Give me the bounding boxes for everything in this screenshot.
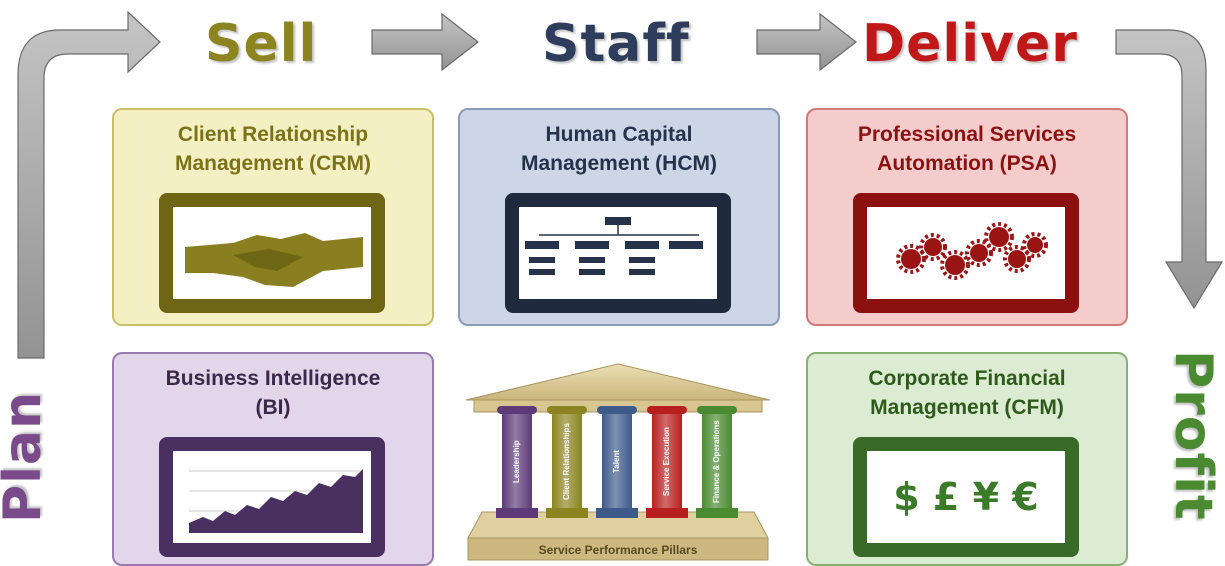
stage-plan: Plan <box>0 390 53 523</box>
stage-profit: Profit <box>1163 350 1223 521</box>
hcm-title-line2: Management (HCM) <box>520 152 717 175</box>
stage-deliver: Deliver <box>862 14 1078 74</box>
hcm-card: Human Capital Management (HCM) <box>458 108 780 326</box>
pillar-label: Service Execution <box>662 427 671 497</box>
pillar-plinth <box>696 508 738 518</box>
pillar-column: Service Execution <box>646 406 688 518</box>
pillar-label: Leadership <box>512 440 521 484</box>
psa-title-line1: Professional Services <box>857 123 1077 146</box>
pillar-capital <box>547 406 587 414</box>
currency-icon: $ £ ¥ € <box>893 475 1039 519</box>
pillar-label: Client Relationships <box>562 423 571 501</box>
bi-card: Business Intelligence (BI) <box>112 352 434 566</box>
pillar-capital <box>497 406 537 414</box>
pillar-plinth <box>496 508 538 518</box>
pillar-plinth <box>646 508 688 518</box>
handshake-icon <box>185 233 363 287</box>
hcm-frame <box>505 193 731 313</box>
pillar-column: Talent <box>596 406 638 518</box>
gears-icon <box>896 222 1048 280</box>
crm-title-line1: Client Relationship <box>177 123 369 146</box>
area-chart-icon <box>189 469 363 533</box>
pillar-capital <box>647 406 687 414</box>
crm-title-line2: Management (CRM) <box>174 152 371 175</box>
hcm-title-line1: Human Capital <box>545 123 693 146</box>
cfm-card: Corporate Financial Management (CFM) $ £… <box>806 352 1128 566</box>
pillar-plinth <box>596 508 638 518</box>
pillar-label: Finance & Operations <box>712 420 721 504</box>
cfm-title-line2: Management (CFM) <box>870 396 1064 419</box>
plan-to-sell-arrow <box>17 10 161 359</box>
org-chart-icon <box>525 217 703 275</box>
cfm-title-line1: Corporate Financial <box>868 367 1066 390</box>
bi-title-line2: (BI) <box>255 396 291 419</box>
pillar-plinth <box>546 508 588 518</box>
pillar-column: Leadership <box>496 406 538 518</box>
temple-icon <box>465 363 771 561</box>
pillar-column: Client Relationships <box>546 406 588 518</box>
psa-frame <box>853 193 1079 313</box>
pillars-base-label: Service Performance Pillars <box>538 543 698 557</box>
staff-to-deliver-arrow <box>756 12 857 72</box>
sell-to-staff-arrow <box>371 12 479 72</box>
stage-sell: Sell <box>205 14 318 74</box>
deliver-to-profit-arrow <box>1115 29 1224 310</box>
cfm-frame: $ £ ¥ € <box>853 437 1079 557</box>
pillar-capital <box>697 406 737 414</box>
psa-card: Professional Services Automation (PSA) <box>806 108 1128 326</box>
stage-staff: Staff <box>542 14 690 74</box>
bi-title-line1: Business Intelligence <box>165 367 381 390</box>
crm-frame <box>159 193 385 313</box>
pillar-capital <box>597 406 637 414</box>
bi-frame <box>159 437 385 557</box>
pillar-column: Finance & Operations <box>696 406 738 518</box>
crm-card: Client Relationship Management (CRM) <box>112 108 434 326</box>
pillar-label: Talent <box>612 450 621 474</box>
psa-title-line2: Automation (PSA) <box>877 152 1057 175</box>
